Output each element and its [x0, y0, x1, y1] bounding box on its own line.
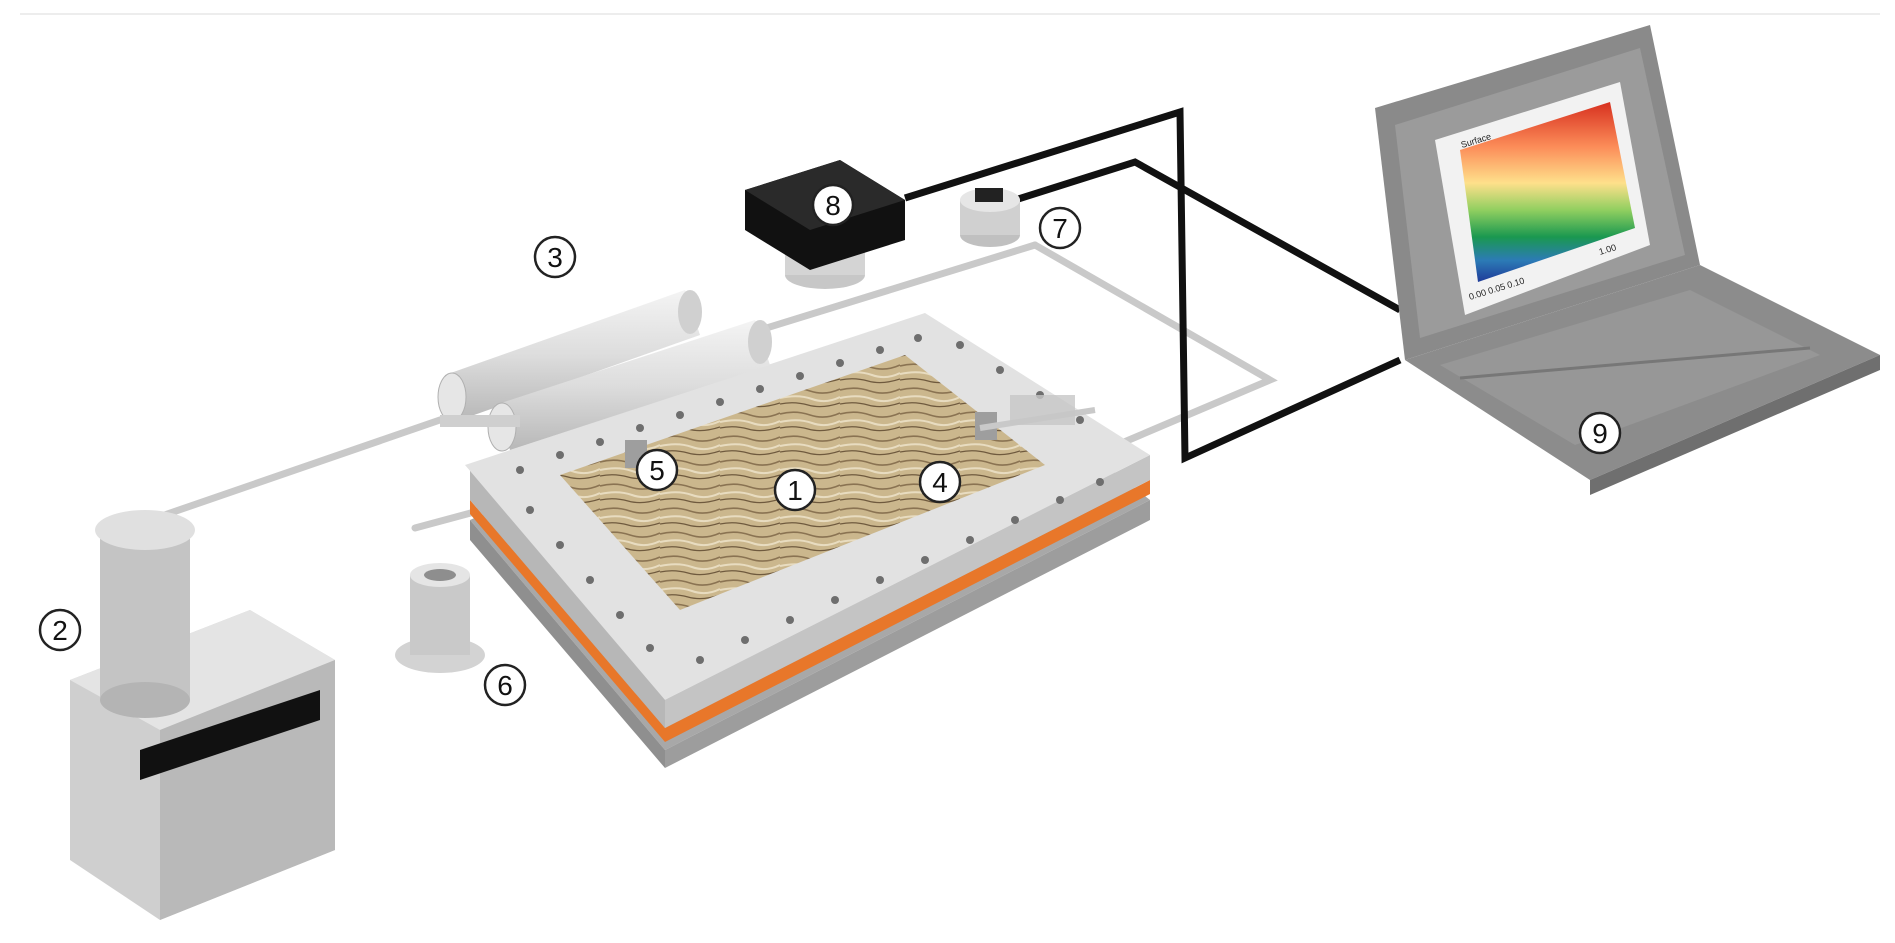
callout-9: 9: [1578, 411, 1622, 455]
svg-text:3: 3: [547, 242, 563, 273]
svg-text:1: 1: [787, 475, 803, 506]
pump-top-cap: [95, 510, 195, 550]
drain-cup: [395, 563, 485, 673]
callout-3: 3: [533, 235, 577, 279]
pipe-tubes-to-sensor: [756, 241, 1039, 334]
frame-bolts: [516, 334, 1104, 664]
svg-text:9: 9: [1592, 418, 1608, 449]
svg-text:2: 2: [52, 615, 68, 646]
callout-4: 4: [918, 460, 962, 504]
cable-sensor-to-laptop: [1013, 158, 1402, 314]
svg-text:7: 7: [1052, 213, 1068, 244]
cable-network: [903, 107, 1402, 464]
callout-2: 2: [38, 608, 82, 652]
svg-text:5: 5: [649, 455, 665, 486]
screen-axis-right: 1.00: [1598, 242, 1618, 257]
callout-5: 5: [635, 448, 679, 492]
svg-text:6: 6: [497, 670, 513, 701]
svg-text:8: 8: [825, 190, 841, 221]
callouts: 1 2 3 4 5 6 7 8: [38, 183, 1622, 707]
pump-controller: [70, 510, 335, 920]
callout-8: 8: [811, 183, 855, 227]
pump-display: [140, 690, 320, 780]
filter-tubes: [437, 290, 772, 452]
cable-camera-to-laptop: [903, 107, 1402, 464]
pipe-pump-to-tank: [146, 408, 474, 524]
laptop: Surface 0.00 0.05 0.10 1.00: [1375, 25, 1880, 495]
orange-seal-left: [470, 500, 665, 742]
pipe-sensor-loop: [1031, 241, 1278, 452]
orange-seal-front: [665, 480, 1150, 742]
svg-text:4: 4: [932, 467, 948, 498]
callout-7: 7: [1038, 206, 1082, 250]
callout-1: 1: [773, 468, 817, 512]
screen-heatmap: [1460, 102, 1635, 282]
callout-6: 6: [483, 663, 527, 707]
flow-sensor: [960, 188, 1020, 247]
